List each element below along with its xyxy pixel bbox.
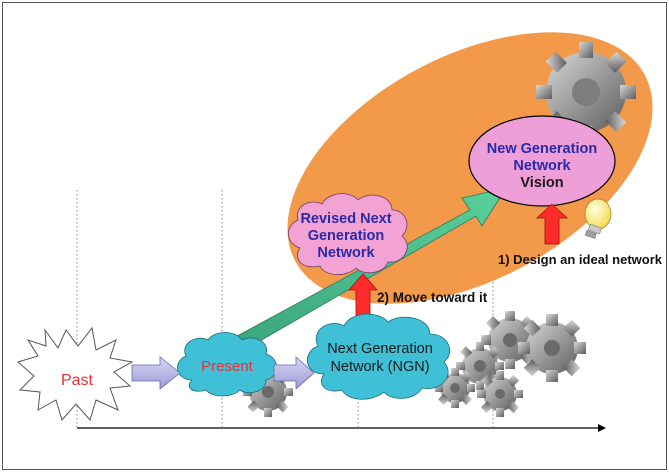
ngn-cloud [307,313,450,400]
revised-label-line2: Generation [308,228,385,244]
gear-cluster [435,311,586,417]
gear-icon [477,371,523,417]
light-bulb-icon [584,198,612,239]
gear-icon [518,314,586,382]
revised-label-line3: Network [317,245,375,261]
new-gen-label-line1: New Generation [487,141,597,157]
new-gen-label-line3: Vision [520,175,563,191]
move-annotation: 2) Move toward it [377,290,488,305]
past-label: Past [61,372,94,389]
present-cloud [177,332,277,397]
new-gen-label-line2: Network [513,158,571,174]
arrow-icon [273,356,315,390]
arrow-icon [131,356,181,390]
past-starburst [16,326,134,422]
revised-label-line1: Revised Next [300,211,391,227]
ngn-label-line2: Network (NGN) [330,359,429,375]
new-gen-ellipse [468,115,616,207]
arrow-icon [535,203,569,245]
design-annotation: 1) Design an ideal network [498,252,663,267]
present-label: Present [201,358,254,375]
ngn-label-line1: Next Generation [327,341,433,357]
revised-cloud [288,193,408,275]
time-axis [77,424,606,432]
gear-icon [536,42,636,142]
